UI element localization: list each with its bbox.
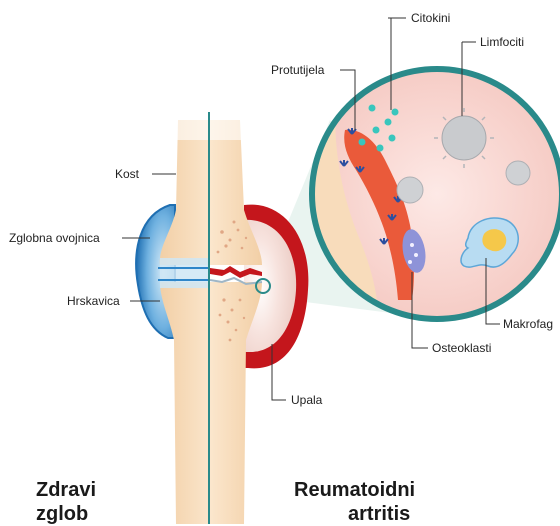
title-ra-line1: Reumatoidni — [294, 478, 415, 502]
label-hrskavica: Hrskavica — [67, 294, 120, 308]
label-zglobna-ovojnica: Zglobna ovojnica — [9, 231, 100, 245]
title-ra-line2: artritis — [348, 502, 410, 526]
label-citokini: Citokini — [411, 11, 450, 25]
title-healthy-line1: Zdravi — [36, 478, 96, 502]
lymphocyte-cell-small — [506, 161, 530, 185]
label-makrofag: Makrofag — [503, 317, 553, 331]
lower-bone — [160, 282, 262, 524]
healthy-cartilage — [160, 258, 210, 288]
label-upala: Upala — [291, 393, 322, 407]
upper-bone — [160, 120, 262, 265]
label-limfociti: Limfociti — [480, 35, 524, 49]
lymphocyte-cell-left — [397, 177, 423, 203]
label-osteoklasti: Osteoklasti — [432, 341, 491, 355]
label-kost: Kost — [115, 167, 139, 181]
lymphocyte-cell-large — [434, 108, 494, 168]
title-healthy-line2: zglob — [36, 502, 88, 526]
label-protutijela: Protutijela — [271, 63, 324, 77]
